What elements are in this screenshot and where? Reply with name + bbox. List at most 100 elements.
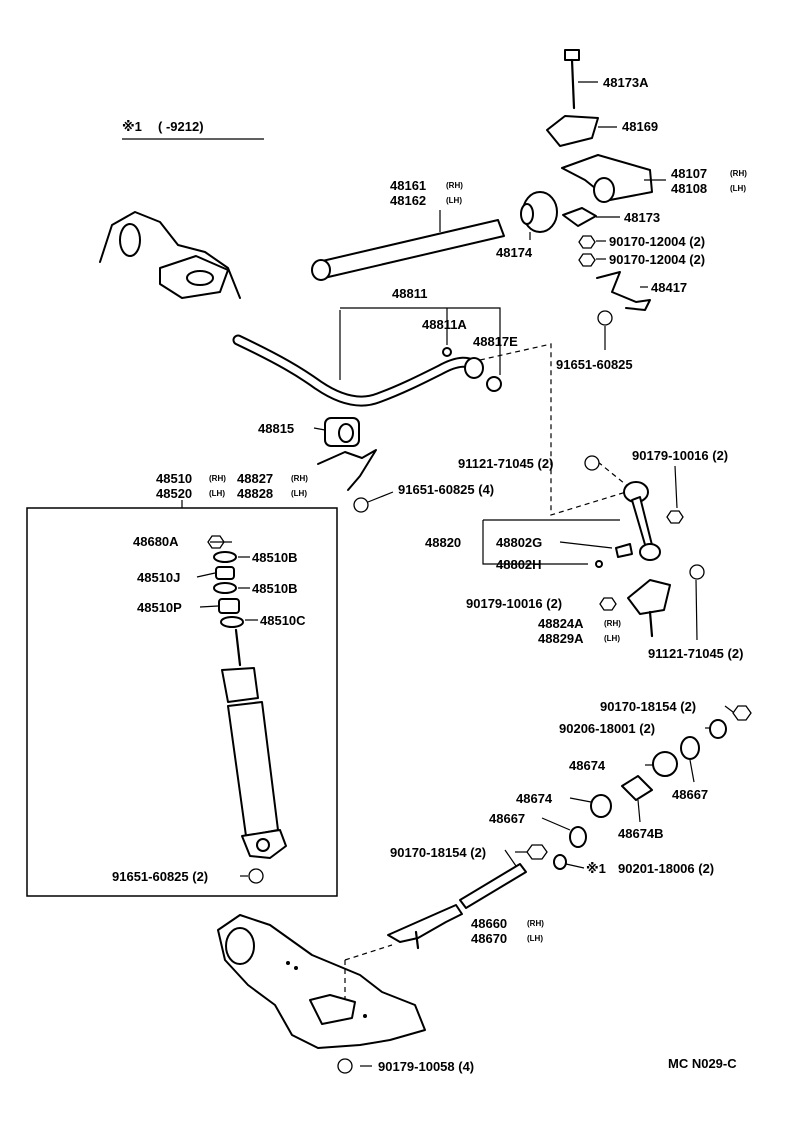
bushing-48802G	[615, 543, 633, 558]
label-48829A: 48829A	[538, 631, 584, 646]
retainer-48667-b	[569, 826, 587, 848]
bolt-mark-a	[597, 310, 613, 326]
label-48510C: 48510C	[260, 613, 306, 628]
note-range: ( -9212)	[158, 119, 204, 134]
label-90206-18001: 90206-18001 (2)	[559, 721, 655, 736]
label-48817E: 48817E	[473, 334, 518, 349]
label-48169: 48169	[622, 119, 658, 134]
bushing-48674-a	[652, 751, 678, 777]
washer-90206	[709, 719, 727, 739]
bolt-mark-f	[337, 1058, 353, 1074]
retainer-48667-a	[680, 736, 700, 760]
retainer-48510C	[220, 616, 244, 628]
shock-absorber-body	[221, 628, 287, 859]
stabilizer-end	[464, 357, 484, 379]
label-90170-12004-a: 90170-12004 (2)	[609, 234, 705, 249]
cushion-48173	[562, 207, 597, 227]
bracket-48824A	[627, 579, 671, 638]
label-48510P: 48510P	[137, 600, 182, 615]
stabilizer-bar	[234, 336, 480, 405]
washer-90201	[553, 854, 567, 870]
shock-absorber-parts	[207, 535, 244, 628]
label-48824A: 48824A	[538, 616, 584, 631]
label-48520: 48520	[156, 486, 192, 501]
label-48829A-lh: (LH)	[604, 634, 620, 643]
plate-48169	[546, 115, 599, 147]
label-48417: 48417	[651, 280, 687, 295]
label-48674-a: 48674	[569, 758, 606, 773]
bracket-48417	[596, 271, 651, 311]
label-48827-rh: (RH)	[291, 474, 308, 483]
diagram-code: MC N029-C	[668, 1056, 737, 1071]
nut-mark-b	[578, 253, 596, 267]
label-48828-lh: (LH)	[291, 489, 307, 498]
bushing-48815	[324, 417, 360, 447]
note-symbol: ※1	[122, 119, 142, 134]
label-91651-60825: 91651-60825	[556, 357, 633, 372]
retainer-48510B-a	[213, 551, 237, 563]
label-48815: 48815	[258, 421, 294, 436]
label-washer-note: ※1	[586, 861, 606, 876]
label-48670-lh: (LH)	[527, 934, 543, 943]
retainer-48510B-b	[213, 582, 237, 594]
label-48107-rh: (RH)	[730, 169, 747, 178]
label-90179-10058: 90179-10058 (4)	[378, 1059, 474, 1074]
part-labels: 48173A 48169 48107 (RH) 48108 (LH) 48161…	[112, 75, 747, 1074]
bolt-mark-e	[248, 868, 264, 884]
label-48108: 48108	[671, 181, 707, 196]
frame-lower	[217, 914, 426, 1049]
label-48811A: 48811A	[422, 317, 467, 332]
bushing-48802H	[595, 560, 603, 568]
bushing-48811A	[442, 347, 452, 357]
label-48670: 48670	[471, 931, 507, 946]
label-48680A: 48680A	[133, 534, 179, 549]
label-48510-rh: (RH)	[209, 474, 226, 483]
label-48510B-b: 48510B	[252, 581, 298, 596]
label-48510: 48510	[156, 471, 192, 486]
cushion-48817E	[486, 376, 502, 392]
label-48173: 48173	[624, 210, 660, 225]
cushion-48510J	[215, 566, 235, 580]
label-91651-60825-4: 91651-60825 (4)	[398, 482, 494, 497]
bolt-mark-d	[689, 564, 705, 580]
bolt-48173A	[564, 49, 580, 110]
label-48828: 48828	[237, 486, 273, 501]
label-48510B-a: 48510B	[252, 550, 298, 565]
boot-48174	[520, 191, 558, 233]
label-48660: 48660	[471, 916, 507, 931]
label-90170-12004-b: 90170-12004 (2)	[609, 252, 705, 267]
label-90170-18154-b: 90170-18154 (2)	[390, 845, 486, 860]
label-48674-b: 48674	[516, 791, 553, 806]
bushing-48674-b	[590, 794, 612, 818]
label-48660-rh: (RH)	[527, 919, 544, 928]
label-48108-lh: (LH)	[730, 184, 746, 193]
label-91651-60825-2: 91651-60825 (2)	[112, 869, 208, 884]
leader-lines	[196, 81, 734, 1067]
label-48827: 48827	[237, 471, 273, 486]
label-48520-lh: (LH)	[209, 489, 225, 498]
cushion-48510P	[218, 598, 240, 614]
torsion-bar-48161	[311, 219, 505, 281]
label-90179-10016-b: 90179-10016 (2)	[466, 596, 562, 611]
label-48820: 48820	[425, 535, 461, 550]
label-48802H: 48802H	[496, 557, 542, 572]
label-48811: 48811	[392, 286, 427, 301]
label-48161-rh: (RH)	[446, 181, 463, 190]
label-90179-10016-a: 90179-10016 (2)	[632, 448, 728, 463]
label-48107: 48107	[671, 166, 707, 181]
label-48510J: 48510J	[137, 570, 180, 585]
label-90170-18154-a: 90170-18154 (2)	[600, 699, 696, 714]
label-48802G: 48802G	[496, 535, 542, 550]
label-48162-lh: (LH)	[446, 196, 462, 205]
label-48667-b: 48667	[489, 811, 525, 826]
stabilizer-link-48820	[623, 481, 661, 561]
nut-mark-c	[666, 510, 684, 524]
label-90201-18006: 90201-18006 (2)	[618, 861, 714, 876]
collar-48674B	[621, 775, 653, 801]
bolt-mark-c	[584, 455, 600, 471]
label-48667-a: 48667	[672, 787, 708, 802]
nut-mark-e	[732, 705, 752, 721]
nut-mark-a	[578, 235, 596, 249]
label-48161: 48161	[390, 178, 426, 193]
torque-arm-48107	[561, 154, 653, 203]
